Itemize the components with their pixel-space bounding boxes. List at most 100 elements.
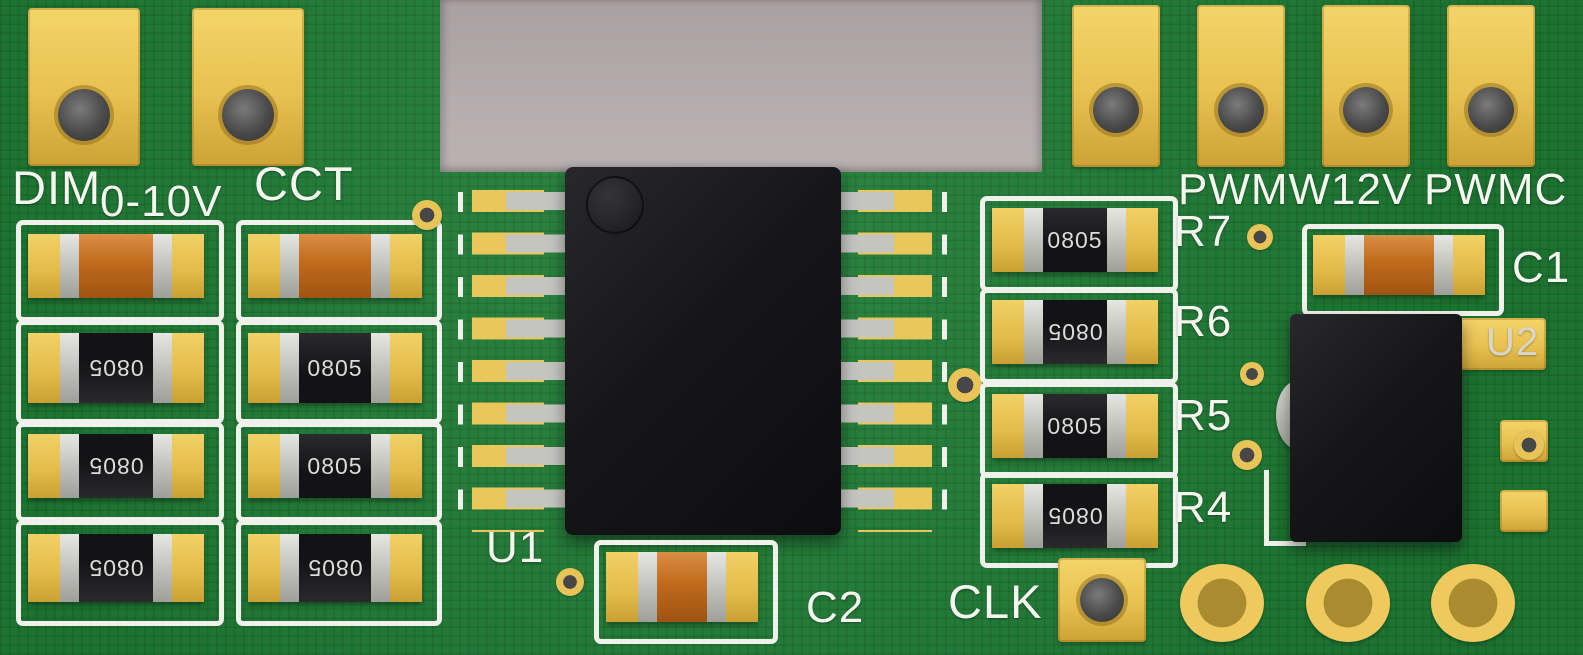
cap-body bbox=[657, 552, 707, 622]
cap-pad bbox=[1313, 235, 1345, 295]
resistor-r5: 0805 bbox=[992, 394, 1158, 458]
cap-body bbox=[1364, 235, 1434, 295]
res-marking: 0805 bbox=[1043, 484, 1107, 548]
silkscreen-label-pwmc: PWMC bbox=[1424, 165, 1568, 214]
silk-outline-cap-left1 bbox=[16, 220, 224, 322]
silk-outline-res-left1c bbox=[16, 520, 224, 626]
cap-pad bbox=[28, 234, 60, 298]
silkscreen-label-u1: U1 bbox=[486, 523, 545, 572]
res-terminal bbox=[60, 534, 79, 602]
silk-outline-res-left2a bbox=[236, 320, 442, 424]
capacitor-c1 bbox=[1313, 235, 1485, 295]
res-terminal bbox=[1024, 208, 1043, 272]
pad-12v-hole bbox=[1218, 87, 1264, 133]
cap-terminal bbox=[153, 234, 172, 298]
resistor-left2c: 0805 bbox=[248, 534, 422, 602]
res-pad bbox=[390, 434, 422, 498]
via bbox=[556, 568, 584, 596]
via bbox=[1232, 440, 1262, 470]
cap-terminal bbox=[280, 234, 299, 298]
res-terminal bbox=[60, 434, 79, 498]
via bbox=[412, 200, 442, 230]
res-pad bbox=[172, 434, 204, 498]
res-terminal bbox=[1107, 208, 1126, 272]
silkscreen-label-12v: 12V bbox=[1331, 165, 1413, 214]
resistor-r7: 0805 bbox=[992, 208, 1158, 272]
res-pad bbox=[172, 534, 204, 602]
cap-terminal bbox=[707, 552, 726, 622]
res-pad bbox=[28, 534, 60, 602]
pad-pwmw-hole bbox=[1093, 87, 1139, 133]
via bbox=[1240, 362, 1264, 386]
res-terminal bbox=[153, 333, 172, 403]
res-marking: 0805 bbox=[1043, 300, 1107, 364]
silk-outline-r6 bbox=[980, 288, 1178, 384]
cap-pad bbox=[172, 234, 204, 298]
pad-pwmw bbox=[1072, 5, 1160, 167]
pad-pwmc bbox=[1322, 5, 1410, 167]
silk-outline-c1 bbox=[1302, 224, 1504, 316]
silk-outline-res-left2b bbox=[236, 422, 442, 522]
res-pad bbox=[172, 333, 204, 403]
res-terminal bbox=[1024, 484, 1043, 548]
silk-outline-u2-v bbox=[1264, 470, 1269, 546]
res-terminal bbox=[1024, 300, 1043, 364]
cap-terminal bbox=[638, 552, 657, 622]
res-marking: 0805 bbox=[1043, 208, 1107, 272]
pad-bottom-1 bbox=[1180, 564, 1264, 642]
pad-4-hole bbox=[1468, 87, 1514, 133]
resistor-left2a: 0805 bbox=[248, 333, 422, 403]
res-pad bbox=[248, 434, 280, 498]
silk-pin-marks-right bbox=[942, 192, 947, 530]
res-terminal bbox=[280, 434, 299, 498]
pad-bottom-2 bbox=[1306, 564, 1390, 642]
resistor-left1c: 0805 bbox=[28, 534, 204, 602]
cap-body bbox=[299, 234, 371, 298]
silk-outline-c2 bbox=[594, 540, 778, 644]
resistor-r6: 0805 bbox=[992, 300, 1158, 364]
cap-body bbox=[79, 234, 153, 298]
res-pad bbox=[992, 300, 1024, 364]
ic-leads-left bbox=[506, 192, 572, 530]
silk-outline-res-left1a bbox=[16, 320, 224, 424]
silkscreen-label-r7: R7 bbox=[1174, 207, 1233, 256]
pad-u2-drain bbox=[1458, 318, 1546, 370]
silkscreen-label-c2: C2 bbox=[806, 583, 865, 632]
via bbox=[1247, 224, 1273, 250]
silkscreen-label-dim: DIM bbox=[12, 161, 102, 214]
res-marking: 0805 bbox=[79, 333, 153, 403]
pad-cct bbox=[192, 8, 304, 166]
silkscreen-label-r6: R6 bbox=[1174, 297, 1233, 346]
res-pad bbox=[992, 484, 1024, 548]
res-pad bbox=[1126, 208, 1158, 272]
res-marking: 0805 bbox=[79, 534, 153, 602]
res-terminal bbox=[1107, 484, 1126, 548]
via bbox=[948, 368, 982, 402]
silkscreen-label-clk: CLK bbox=[948, 575, 1043, 628]
silkscreen-label-u2: U2 bbox=[1486, 320, 1540, 364]
pad-u2-pin bbox=[1500, 490, 1548, 532]
silk-pin-marks-left bbox=[458, 192, 463, 530]
cap-pad bbox=[1453, 235, 1485, 295]
cap-pad bbox=[726, 552, 758, 622]
silk-outline-res-left2c bbox=[236, 520, 442, 626]
silkscreen-label-r5: R5 bbox=[1174, 391, 1233, 440]
board-edge-notch-background bbox=[440, 0, 1042, 172]
pad-pwmc-hole bbox=[1343, 87, 1389, 133]
via bbox=[1514, 430, 1544, 460]
res-terminal bbox=[371, 534, 390, 602]
cap-terminal bbox=[1434, 235, 1453, 295]
res-pad bbox=[390, 333, 422, 403]
res-terminal bbox=[153, 534, 172, 602]
silkscreen-label-r4: R4 bbox=[1174, 483, 1233, 532]
cap-terminal bbox=[60, 234, 79, 298]
res-pad bbox=[1126, 300, 1158, 364]
res-pad bbox=[992, 208, 1024, 272]
silk-outline-res-left1b bbox=[16, 422, 224, 522]
res-terminal bbox=[280, 333, 299, 403]
res-pad bbox=[1126, 394, 1158, 458]
silk-outline-cap-left2 bbox=[236, 220, 442, 322]
transistor-u2-body bbox=[1290, 314, 1462, 542]
capacitor-left1 bbox=[28, 234, 204, 298]
